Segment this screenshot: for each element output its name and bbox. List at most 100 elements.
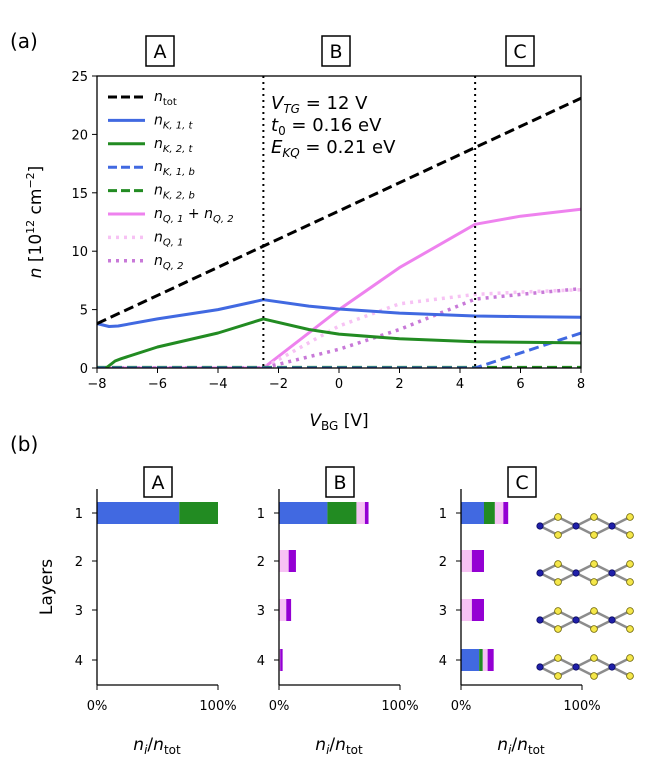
bar-segment	[279, 550, 289, 572]
layer-tick-label: 3	[75, 604, 83, 619]
region-box-a-label: A	[154, 41, 167, 63]
bar-panel-box-a-label: A	[152, 472, 165, 494]
chalcogen-atom	[590, 531, 598, 539]
chalcogen-atom	[626, 654, 634, 662]
chalcogen-atom	[554, 625, 562, 633]
bar-x-tick-label: 0%	[269, 699, 290, 714]
layer-tick-label: 3	[257, 604, 265, 619]
metal-atom	[536, 522, 544, 530]
chalcogen-atom	[626, 531, 634, 539]
metal-atom	[536, 616, 544, 624]
chalcogen-atom	[626, 625, 634, 633]
layer-structure-4	[536, 654, 634, 680]
metal-atom	[608, 616, 616, 624]
x-tick-label: −8	[87, 377, 106, 392]
x-tick-label: −2	[269, 377, 288, 392]
bar-segment	[97, 502, 180, 524]
bar-segment	[479, 649, 483, 671]
bar-segment	[482, 649, 488, 671]
series-line-2	[105, 317, 581, 368]
bar-segment	[364, 502, 369, 524]
metal-atom	[608, 663, 616, 671]
layer-tick-label: 4	[257, 654, 265, 669]
panel-label-a: (a)	[10, 29, 38, 53]
bar-panel-box-c-label: C	[515, 472, 528, 494]
legend-label-5: nQ, 1 + nQ, 2	[154, 206, 234, 225]
chalcogen-atom	[626, 578, 634, 586]
annotation-1: t0 = 0.16 eV	[271, 115, 382, 138]
series-line-3	[97, 331, 581, 368]
chalcogen-atom	[590, 654, 598, 662]
x-tick-label: −6	[148, 377, 167, 392]
x-tick-label: 4	[456, 377, 464, 392]
bar-segment	[483, 502, 495, 524]
region-box-b-label: B	[329, 41, 342, 63]
metal-atom	[572, 663, 580, 671]
layer-tick-label: 2	[75, 555, 83, 570]
bar-panel-box-b: B	[325, 466, 355, 498]
bar-panel-box-c-frame	[507, 466, 537, 498]
metal-atom	[608, 522, 616, 530]
chalcogen-atom	[590, 672, 598, 680]
bar-segment	[461, 599, 472, 621]
x-tick-label: 6	[516, 377, 524, 392]
legend-label-3: nK, 1, b	[154, 159, 195, 178]
chalcogen-atom	[554, 578, 562, 586]
bar-segment	[487, 649, 494, 671]
bar-panel-b: 1 2 3 4 0% 100% ni/ntot	[257, 489, 419, 757]
layer-structure-2	[536, 560, 634, 586]
chalcogen-atom	[554, 531, 562, 539]
bar-segment	[288, 550, 296, 572]
bar-segment	[327, 502, 357, 524]
bar-panel-box-a: A	[143, 466, 173, 498]
series-line-5	[97, 207, 581, 368]
chalcogen-atom	[554, 672, 562, 680]
bar-panel-box-b-frame	[325, 466, 355, 498]
region-box-c-frame	[505, 35, 535, 67]
chalcogen-atom	[626, 607, 634, 615]
x-tick-label: 8	[577, 377, 585, 392]
region-box-c-label: C	[513, 41, 526, 63]
chalcogen-atom	[554, 607, 562, 615]
layer-tick-label: 4	[75, 654, 83, 669]
bar-panel-box-c: C	[507, 466, 537, 498]
chalcogen-atom	[554, 513, 562, 521]
metal-atom	[572, 522, 580, 530]
y-tick-label: 15	[71, 187, 88, 202]
metal-atom	[536, 663, 544, 671]
layer-tick-label: 4	[439, 654, 447, 669]
annotation-0: VTG = 12 V	[271, 93, 368, 116]
x-axis-label: VBG [V]	[309, 411, 368, 433]
bar-x-tick-label: 100%	[381, 699, 418, 714]
layer-tick-label: 2	[439, 555, 447, 570]
region-box-a: A	[145, 35, 175, 67]
bar-segment	[503, 502, 509, 524]
bar-segment	[179, 502, 218, 524]
legend-label-6: nQ, 1	[154, 229, 183, 248]
x-tick-label: 0	[335, 377, 343, 392]
metal-atom	[608, 569, 616, 577]
chalcogen-atom	[590, 625, 598, 633]
chalcogen-atom	[590, 607, 598, 615]
bar-x-tick-label: 0%	[451, 699, 472, 714]
bar-segment	[279, 599, 287, 621]
bar-segment	[279, 502, 328, 524]
layer-structure-3	[536, 607, 634, 633]
chalcogen-atom	[626, 672, 634, 680]
bar-x-axis-label: ni/ntot	[497, 735, 545, 757]
bar-x-axis-label: ni/ntot	[315, 735, 363, 757]
legend-label-4: nK, 2, b	[154, 183, 195, 202]
region-box-a-frame	[145, 35, 175, 67]
legend-label-1: nK, 1, t	[154, 112, 194, 131]
bar-segment	[461, 550, 472, 572]
bar-segment	[280, 649, 283, 671]
layer-tick-label: 1	[257, 507, 265, 522]
layer-tick-label: 2	[257, 555, 265, 570]
panel-label-b: (b)	[10, 432, 38, 456]
chalcogen-atom	[626, 560, 634, 568]
series-line-0	[97, 96, 581, 325]
y-tick-label: 5	[80, 304, 88, 319]
